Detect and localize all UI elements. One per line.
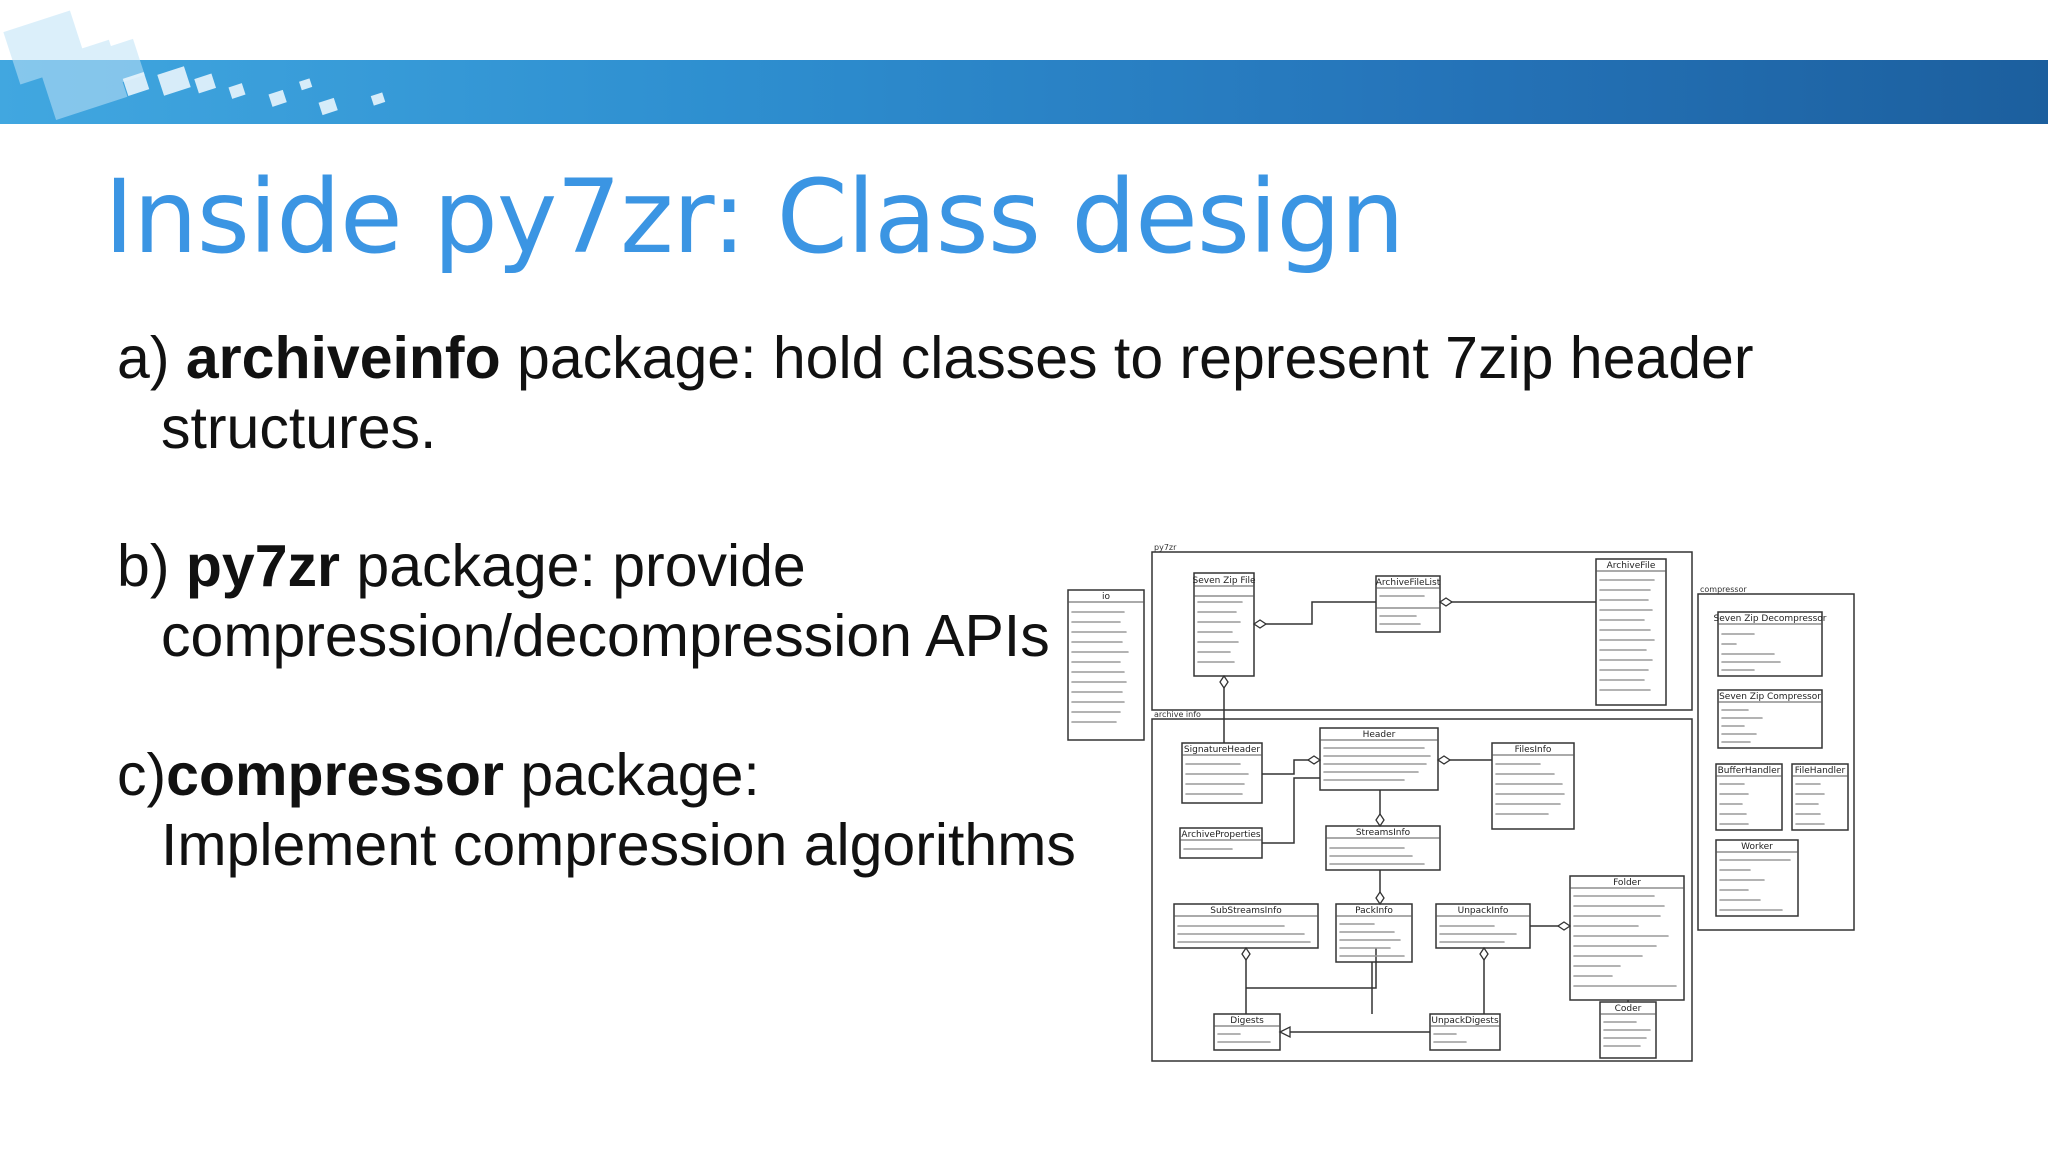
class-archive-properties: ArchiveProperties	[1181, 830, 1260, 840]
package-compressor-frame	[1697, 593, 1855, 931]
bullet-py7zr: b) py7zr package: provide compression/de…	[117, 531, 1050, 671]
class-seven-zip-decompressor: Seven Zip Decompressor	[1714, 614, 1827, 624]
package-label-compressor: compressor	[1700, 585, 1747, 594]
class-signature-header: SignatureHeader	[1184, 745, 1260, 755]
package-label-archiveinfo: archive info	[1154, 710, 1201, 719]
class-worker: Worker	[1741, 842, 1773, 852]
banner-decoration	[3, 10, 386, 120]
bullet-keyword: compressor	[166, 742, 504, 808]
class-unpack-info: UnpackInfo	[1458, 906, 1509, 916]
bullet-compressor: c)compressor package: Implement compress…	[117, 740, 1076, 880]
class-digests: Digests	[1230, 1016, 1264, 1026]
bullet-prefix: c)	[117, 742, 167, 808]
class-io-box	[1067, 589, 1145, 741]
class-archive-file: ArchiveFile	[1607, 561, 1656, 571]
bullet-prefix: a)	[117, 325, 186, 391]
slide-title: Inside py7zr: Class design	[104, 158, 1405, 277]
header-banner	[0, 60, 2048, 124]
class-file-handler: FileHandler	[1795, 766, 1846, 776]
bullet-text: package: provide	[340, 533, 806, 599]
bullet-text: package: hold classes to represent 7zip …	[500, 325, 1754, 391]
class-pack-info: PackInfo	[1355, 906, 1393, 916]
package-py7zr-frame	[1151, 551, 1693, 711]
bullet-keyword: archiveinfo	[185, 325, 501, 391]
package-archiveinfo-frame	[1151, 718, 1693, 1062]
bullet-prefix: b)	[117, 533, 186, 599]
class-coder: Coder	[1615, 1004, 1642, 1014]
class-folder: Folder	[1613, 878, 1641, 888]
class-io: io	[1102, 592, 1111, 602]
bullet-continuation: Implement compression algorithms	[161, 812, 1076, 878]
class-files-info: FilesInfo	[1515, 745, 1552, 755]
uml-class-diagram: py7zr archive info compressor io Seven Z…	[1067, 543, 1855, 1062]
bullet-text: package:	[503, 742, 760, 808]
class-buffer-handler: BufferHandler	[1718, 766, 1781, 776]
class-streams-info: StreamsInfo	[1356, 828, 1411, 838]
class-unpack-digests: UnpackDigests	[1431, 1016, 1499, 1026]
package-label-py7zr: py7zr	[1154, 543, 1177, 552]
bullet-continuation: structures.	[161, 395, 437, 461]
class-archive-file-list: ArchiveFileList	[1376, 578, 1441, 588]
class-header: Header	[1363, 730, 1396, 740]
bullet-keyword: py7zr	[185, 533, 340, 599]
class-seven-zip-compressor: Seven Zip Compressor	[1719, 692, 1821, 702]
bullet-archiveinfo: a) archiveinfo package: hold classes to …	[117, 323, 1754, 463]
class-substreams-info: SubStreamsInfo	[1210, 906, 1282, 916]
bullet-continuation: compression/decompression APIs	[161, 603, 1050, 669]
class-seven-zip-file: Seven Zip File	[1193, 576, 1256, 586]
